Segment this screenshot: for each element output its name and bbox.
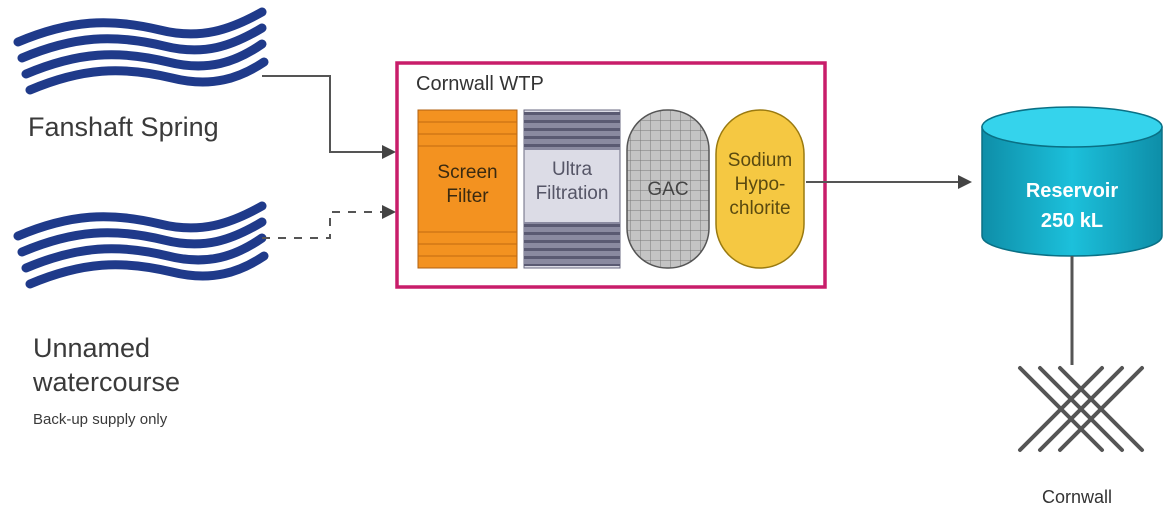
screen-filter-unit [417,109,518,269]
hypochlorite-tank [715,109,805,269]
hypochlorite-label: Sodium Hypo- chlorite [716,149,804,221]
unnamed-watercourse-label-line2: watercourse [33,367,181,397]
gac-vessel [626,109,710,269]
screen-filter-label-line2: Filter [446,186,489,207]
reservoir-label-line1: Reservoir [1025,180,1119,202]
ultrafiltration-label-line1: Ultra [551,159,593,180]
hypochlorite-label-line1: Sodium [727,150,793,171]
reservoir-label-line2: 250 kL [1040,210,1104,232]
wtp-title: Cornwall WTP [416,73,544,95]
ultrafiltration-unit [523,109,621,269]
reservoir-label: Reservoir 250 kL [982,176,1162,236]
backup-feed-arrow [262,205,396,239]
screen-filter-label-line1: Screen [437,162,498,183]
screen-filter-label: Screen Filter [418,161,517,209]
backup-note: Back-up supply only [33,411,168,428]
cornwall-network-label: Cornwall [1042,487,1113,507]
watercourse-wave-icon [13,201,269,289]
fanshaft-spring-label: Fanshaft Spring [28,112,219,142]
hypochlorite-label-line2: Hypo- [734,174,786,195]
primary-feed-arrow [262,75,396,159]
hypochlorite-label-line3: chlorite [729,198,791,219]
ultrafiltration-label-line2: Filtration [535,183,609,204]
reservoir-tank [981,106,1163,257]
spring-wave-icon [13,7,269,95]
plant-outlet-arrow [806,175,972,189]
unnamed-watercourse-label-line1: Unnamed [33,333,151,363]
network-mesh-icon [1018,366,1144,452]
gac-label: GAC [647,179,689,200]
ultrafiltration-label: Ultra Filtration [524,158,620,206]
